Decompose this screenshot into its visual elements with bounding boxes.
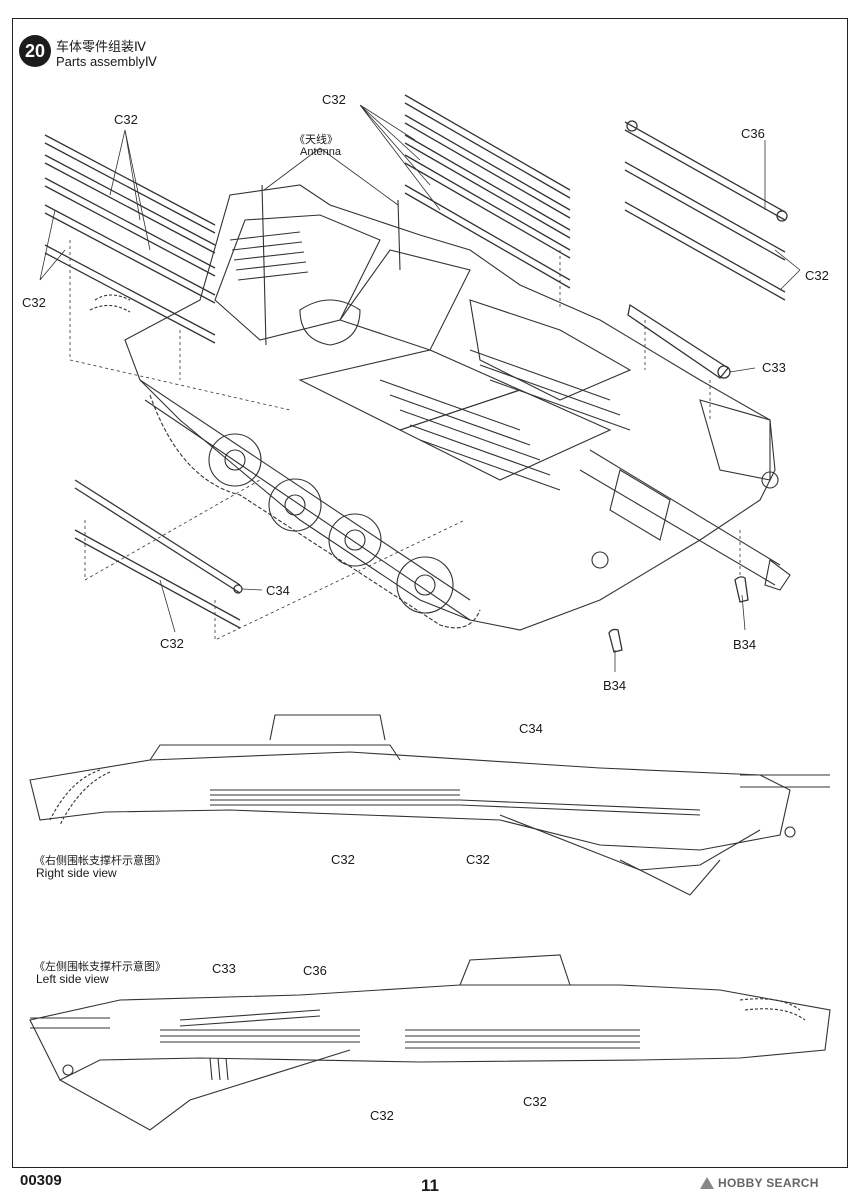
watermark-logo-icon [700,1177,714,1189]
right-side-view-drawing [29,714,830,896]
label-c36-top-right: C36 [741,126,765,141]
left-view-title-english: Left side view [36,972,109,986]
step-title-english: Parts assemblyⅣ [56,54,157,69]
label-b34-center: B34 [603,678,627,693]
tank-hull-drawing [89,184,791,631]
label-right-view-c34: C34 [519,721,543,736]
label-left-view-c33: C33 [212,961,236,976]
label-c32-top-center: C32 [322,92,346,107]
rod-parts [44,94,788,653]
step-title-chinese: 车体零件组装Ⅳ [56,39,146,54]
label-b34-right: B34 [733,637,757,652]
step-number-badge: 20 [19,35,51,67]
label-antenna-chinese: 《天线》 [294,134,338,146]
right-view-title-english: Right side view [36,866,117,880]
label-c33-right: C33 [762,360,786,375]
left-side-view-drawing [29,954,831,1131]
label-right-view-c32-a: C32 [331,852,355,867]
label-c32-top-left: C32 [114,112,138,127]
label-antenna-english: Antenna [300,146,341,158]
page-number: 11 [421,1176,439,1195]
kit-code: 00309 [20,1172,62,1189]
label-c32-left: C32 [22,295,46,310]
page-frame [12,18,848,1168]
label-left-view-c32-a: C32 [370,1108,394,1123]
label-left-view-c36: C36 [303,963,327,978]
left-view-title-chinese: 《左侧围帐支撑杆示意图》 [34,961,166,973]
label-left-view-c32-b: C32 [523,1094,547,1109]
label-right-view-c32-b: C32 [466,852,490,867]
label-c34-left: C34 [266,583,290,598]
watermark: HOBBY SEARCH [700,1176,819,1190]
watermark-text: HOBBY SEARCH [718,1176,819,1190]
leader-lines [39,104,801,672]
label-c32-bottom-left: C32 [160,636,184,651]
label-c32-right: C32 [805,268,829,283]
right-view-title-chinese: 《右侧围帐支撑杆示意图》 [34,855,166,867]
